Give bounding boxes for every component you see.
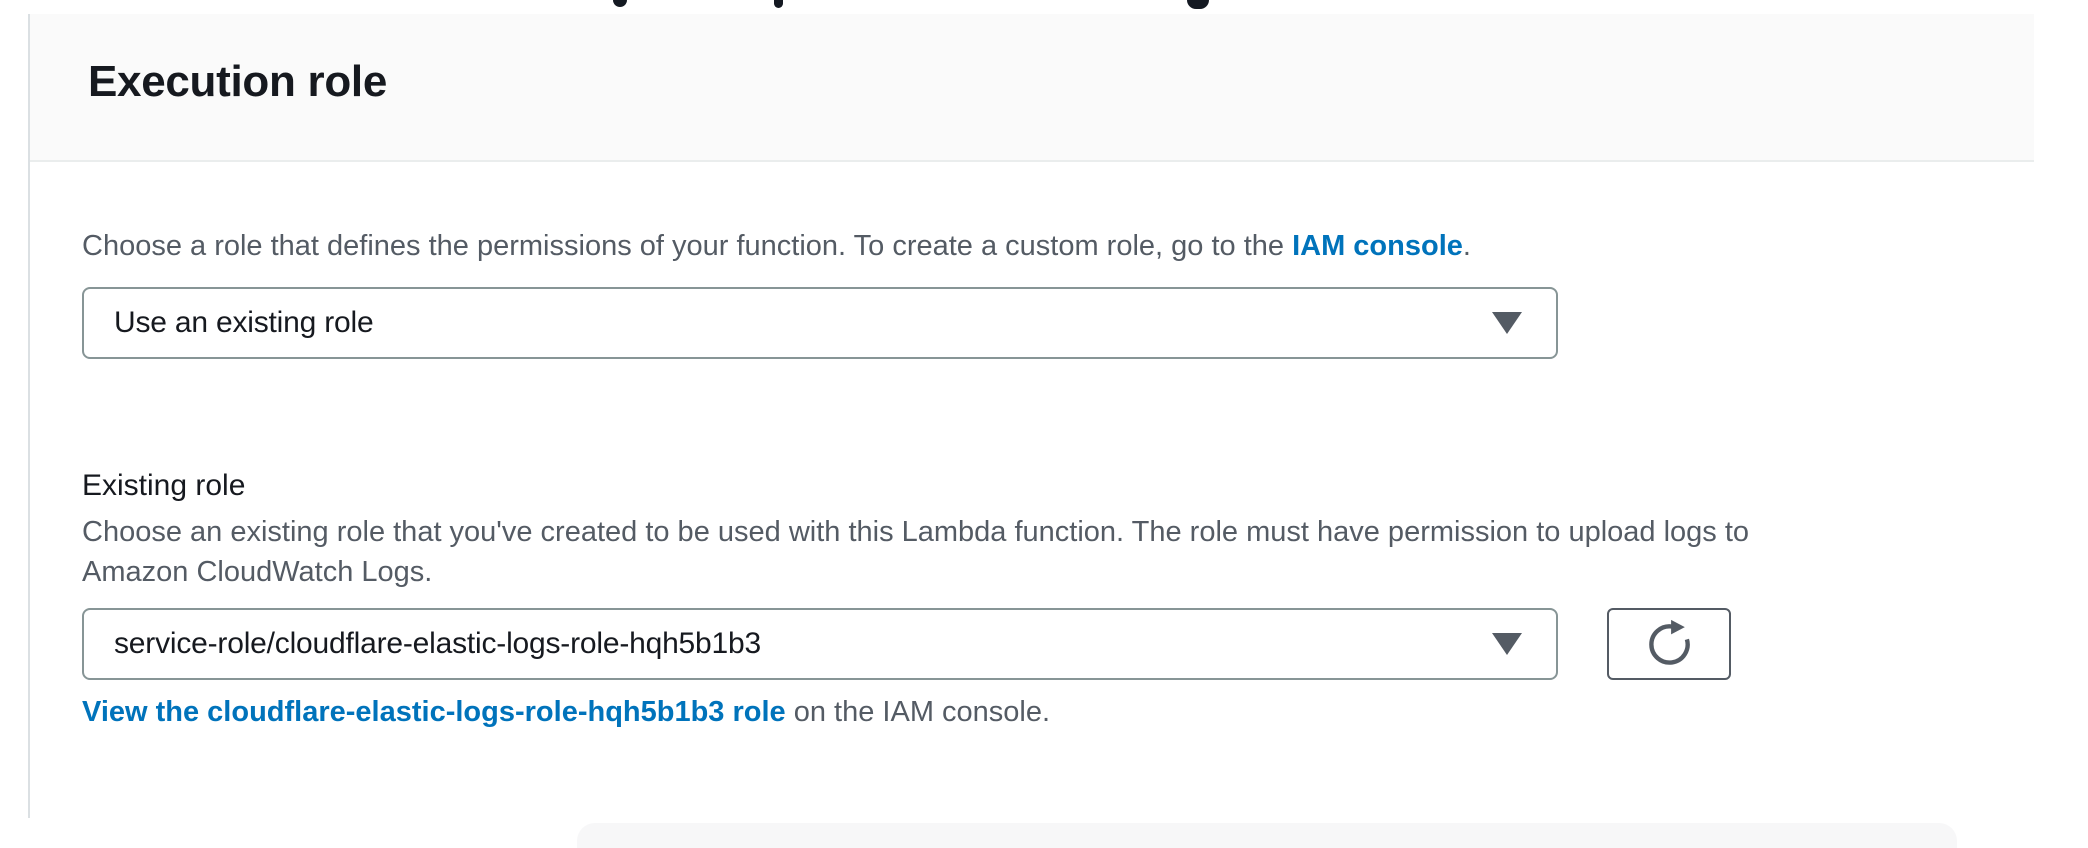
card-left-border [28, 14, 30, 818]
existing-role-select-value: service-role/cloudflare-elastic-logs-rol… [114, 627, 761, 660]
view-role-suffix: on the IAM console. [785, 696, 1051, 728]
section-title: Execution role [88, 57, 387, 106]
existing-role-description-line: Choose an existing role that you've crea… [82, 516, 1750, 548]
intro-text-period: . [1462, 230, 1471, 262]
chevron-down-icon [1492, 312, 1522, 334]
clipped-text-fragment [774, 0, 783, 8]
view-role-row: View the cloudflare-elastic-logs-role-hq… [82, 694, 1050, 730]
next-panel-top-edge [577, 823, 1957, 848]
existing-role-description: Choose an existing role that you've crea… [82, 512, 1749, 592]
clipped-text-fragment [613, 0, 627, 7]
existing-role-select[interactable]: service-role/cloudflare-elastic-logs-rol… [82, 608, 1558, 680]
header-divider [30, 160, 2034, 162]
intro-text-part: Choose a role that defines the permissio… [82, 230, 1293, 262]
view-role-link[interactable]: View the cloudflare-elastic-logs-role-hq… [82, 696, 786, 728]
chevron-down-icon [1492, 633, 1522, 655]
refresh-roles-button[interactable] [1607, 608, 1731, 680]
clipped-text-fragment [1187, 0, 1209, 9]
role-source-select[interactable]: Use an existing role [82, 287, 1558, 359]
role-source-select-value: Use an existing role [114, 306, 374, 339]
iam-console-link[interactable]: IAM console [1292, 230, 1463, 262]
existing-role-description-line: Amazon CloudWatch Logs. [82, 556, 433, 588]
existing-role-label: Existing role [82, 469, 246, 502]
refresh-icon [1649, 619, 1690, 665]
section-header [30, 14, 2034, 160]
intro-text: Choose a role that defines the permissio… [82, 229, 1471, 263]
